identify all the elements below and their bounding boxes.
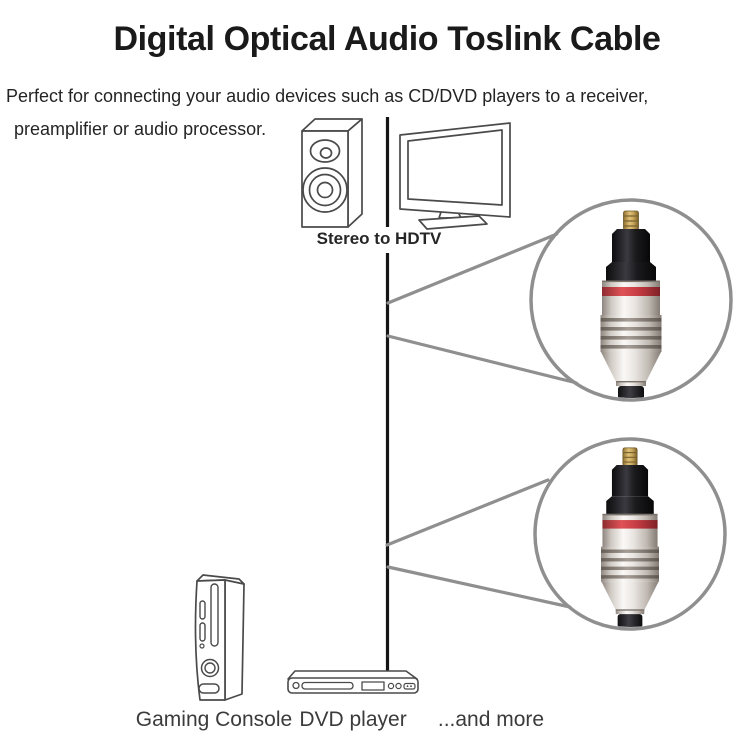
magnifier-callout-lines [385, 232, 579, 609]
page-title: Digital Optical Audio Toslink Cable [113, 20, 661, 58]
label-stereo-to-hdtv: Stereo to HDTV [316, 229, 442, 248]
label-and-more: ...and more [437, 708, 545, 731]
dvd-player-icon [287, 670, 419, 694]
description-line-2: preamplifier or audio processor. [14, 119, 267, 139]
gaming-console-icon [194, 574, 245, 701]
magnifier-bottom [533, 437, 727, 631]
magnifier-circle [529, 198, 733, 402]
hdtv-icon [399, 122, 511, 230]
description-line-1: Perfect for connecting your audio device… [6, 86, 649, 106]
speaker-icon [301, 118, 363, 228]
magnifier-circle [533, 437, 727, 631]
label-dvd-player: DVD player [299, 708, 407, 731]
label-gaming-console: Gaming Console [135, 708, 293, 731]
magnifier-top [529, 198, 733, 402]
description-text: Perfect for connecting your audio device… [6, 80, 648, 146]
